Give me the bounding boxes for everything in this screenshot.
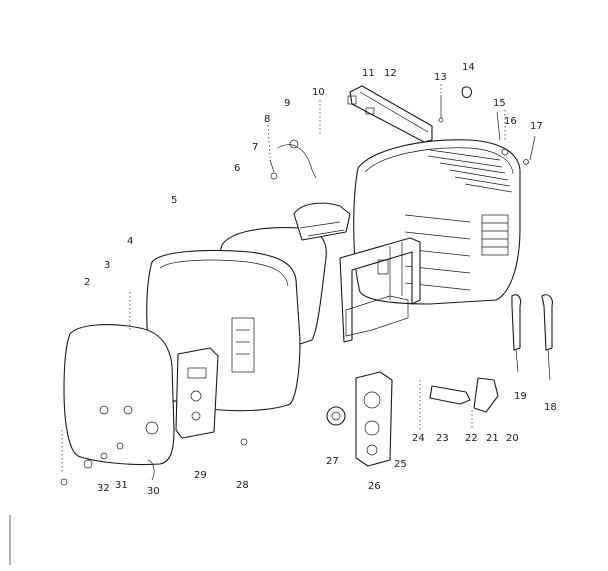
callout-5: 5 xyxy=(171,195,177,206)
callout-9: 9 xyxy=(284,98,290,109)
callout-14: 14 xyxy=(462,62,475,73)
chassis-bracket xyxy=(339,237,421,343)
callout-21: 21 xyxy=(486,433,499,444)
small-parts-bottom xyxy=(60,438,248,486)
callout-27: 27 xyxy=(326,456,339,467)
callout-24: 24 xyxy=(412,433,425,444)
callout-23: 23 xyxy=(436,433,449,444)
callout-32: 32 xyxy=(97,483,110,494)
callout-29: 29 xyxy=(194,470,207,481)
small-parts-top-left xyxy=(269,139,317,180)
small-parts-right xyxy=(429,294,553,413)
leader-lines xyxy=(61,84,506,474)
callout-7: 7 xyxy=(252,142,258,153)
front-mask xyxy=(63,324,175,466)
callout-16: 16 xyxy=(504,116,517,127)
callout-3: 3 xyxy=(104,260,110,271)
top-hardware xyxy=(438,86,536,165)
callout-26: 26 xyxy=(368,481,381,492)
callout-10: 10 xyxy=(312,87,325,98)
callout-11: 11 xyxy=(362,68,375,79)
callout-4: 4 xyxy=(127,236,133,247)
callout-15: 15 xyxy=(493,98,506,109)
callout-20: 20 xyxy=(506,433,519,444)
callout-19: 19 xyxy=(514,391,527,402)
callout-18: 18 xyxy=(544,402,557,413)
callout-6: 6 xyxy=(234,163,240,174)
tuner-assembly xyxy=(326,371,393,467)
callout-labels: 2 3 4 5 6 7 8 9 10 11 12 13 14 15 16 17 … xyxy=(84,62,557,497)
callout-17: 17 xyxy=(530,121,543,132)
callout-31: 31 xyxy=(115,480,128,491)
cabinet-back xyxy=(353,139,521,305)
callout-22: 22 xyxy=(465,433,478,444)
callout-13: 13 xyxy=(434,72,447,83)
callout-28: 28 xyxy=(236,480,249,491)
callout-2: 2 xyxy=(84,277,90,288)
callout-30: 30 xyxy=(147,486,160,497)
carry-handle xyxy=(347,85,433,143)
callout-8: 8 xyxy=(264,114,270,125)
callout-12: 12 xyxy=(384,68,397,79)
callout-25: 25 xyxy=(394,459,407,470)
control-panel xyxy=(175,347,219,439)
